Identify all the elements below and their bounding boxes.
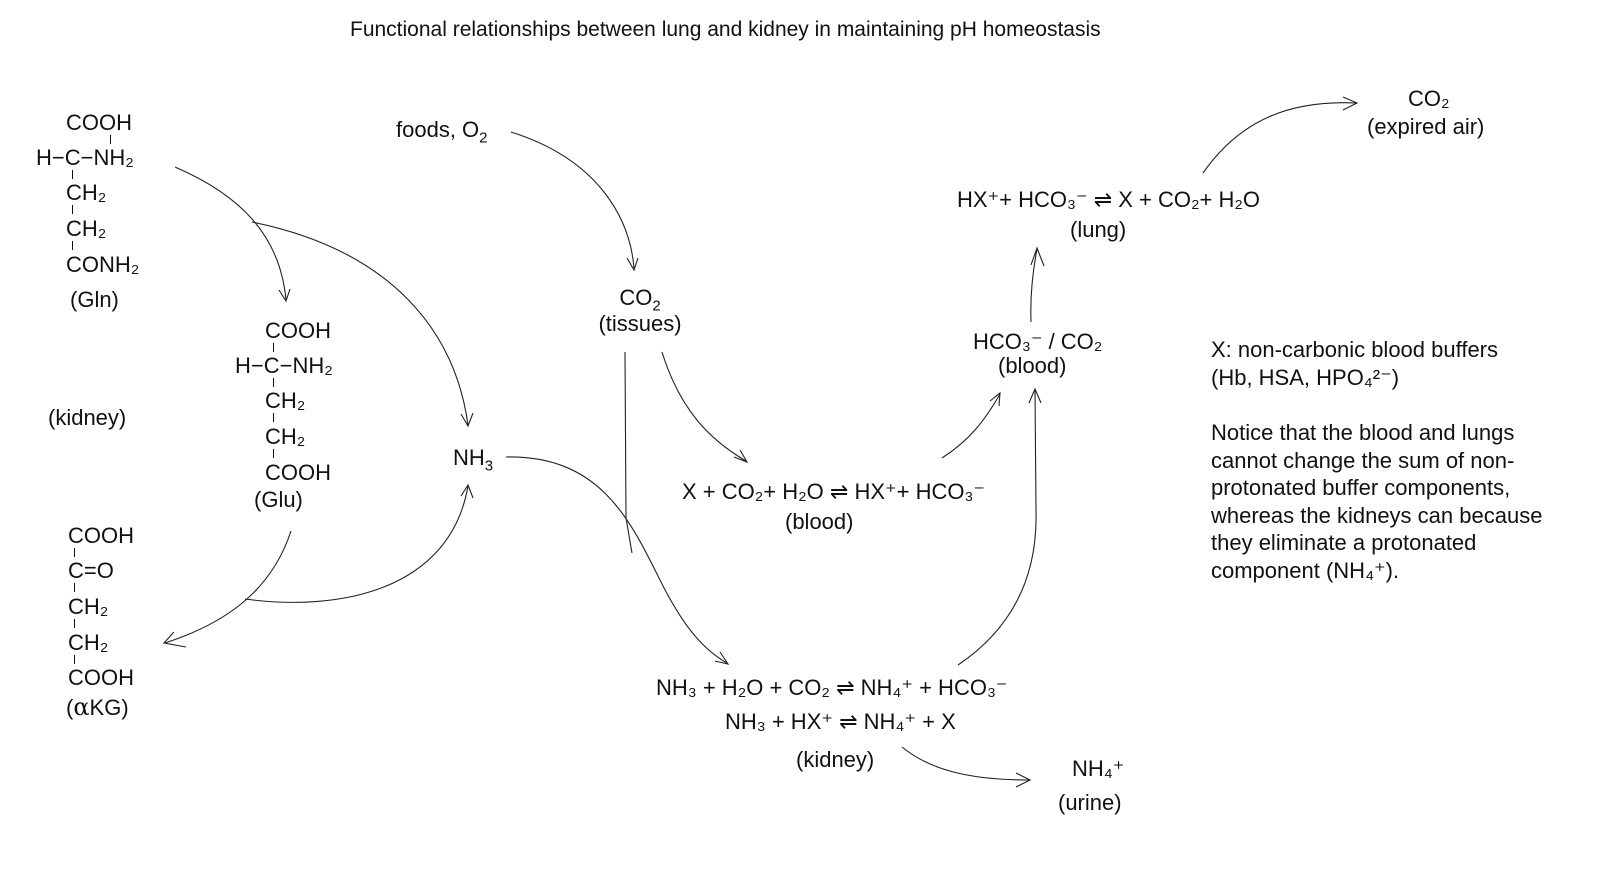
diagram-title: Functional relationships between lung an… — [350, 18, 1101, 41]
glutamine-structure: COOH H−C−NH₂ CH₂ CH₂ CONH₂ — [36, 110, 176, 290]
arrow-co2-to-blood — [661, 351, 747, 462]
arrow-gln-to-nh3 — [251, 221, 469, 426]
gln-line-1: COOH — [66, 110, 132, 135]
akg-line-4: CH₂ — [68, 630, 109, 655]
kidney-bottom-label: (kidney) — [796, 747, 875, 772]
akg-line-1: COOH — [68, 523, 134, 548]
notes-block: X: non-carbonic blood buffers (Hb, HSA, … — [1211, 336, 1591, 584]
arrow-blood-to-hco3 — [941, 393, 1001, 459]
arrow-kidney-to-urine — [901, 746, 1030, 781]
glu-line-3: CH₂ — [265, 388, 306, 413]
notes-line-2: (Hb, HSA, HPO₄²⁻) — [1211, 364, 1400, 390]
glu-label: (Glu) — [254, 487, 303, 512]
akg-line-3: CH₂ — [68, 594, 109, 619]
arrow-lung-to-expired — [1202, 102, 1357, 174]
lung-equilibrium: HX⁺+ HCO₃⁻ ⇌ X + CO₂+ H₂O — [957, 187, 1261, 212]
expired-air-label: (expired air) — [1367, 114, 1485, 139]
kidney-left-label: (kidney) — [48, 405, 127, 430]
arrow-glu-to-nh3 — [244, 485, 469, 603]
arrow-hco3-to-lung — [1030, 248, 1038, 323]
akg-line-2: C=O — [68, 558, 114, 583]
arrow-foods-to-co2 — [510, 131, 635, 269]
co2-tissues: CO2 — [619, 285, 661, 315]
notes-line-1: X: non-carbonic blood buffers — [1211, 337, 1498, 362]
blood-label-2: (blood) — [998, 353, 1067, 378]
hco3-co2-blood: HCO₃⁻ / CO₂ — [973, 329, 1103, 354]
urine-label: (urine) — [1058, 790, 1122, 815]
notes-para-2: cannot change the sum of non- — [1211, 447, 1515, 473]
lung-label: (lung) — [1070, 217, 1127, 242]
akg-line-5: COOH — [68, 665, 134, 690]
glu-line-4: CH₂ — [265, 424, 306, 449]
arrow-kidney-to-hco3 — [957, 389, 1037, 666]
glu-line-1: COOH — [265, 318, 331, 343]
glutamate-structure: COOH H−C−NH₂ CH₂ CH₂ COOH — [235, 318, 375, 498]
arrow-gln-to-glu — [174, 166, 287, 301]
notes-para-5: they eliminate a protonated — [1211, 530, 1477, 555]
akg-structure: COOH C=O CH₂ CH₂ COOH — [68, 523, 188, 703]
notes-para-1: Notice that the blood and lungs — [1211, 420, 1515, 445]
notes-para-6: component (NH₄⁺). — [1211, 557, 1400, 583]
blood-equilibrium: X + CO₂+ H₂O ⇌ HX⁺+ HCO₃⁻ — [682, 479, 986, 504]
co2-expired: CO₂ — [1408, 86, 1450, 111]
arrow-nh3-to-kidney — [505, 456, 728, 664]
gln-line-5: CONH₂ — [66, 252, 140, 277]
gln-line-4: CH₂ — [66, 216, 107, 241]
notes-para-4: whereas the kidneys can because — [1211, 502, 1543, 528]
gln-line-3: CH₂ — [66, 180, 107, 205]
kidney-equilibrium-1: NH₃ + H₂O + CO₂ ⇌ NH₄⁺ + HCO₃⁻ — [656, 675, 1008, 700]
blood-label: (blood) — [785, 509, 854, 534]
nh3-label: NH3 — [453, 445, 494, 475]
arrow-glu-to-akg — [164, 530, 292, 644]
gln-line-2: H−C−NH₂ — [36, 145, 134, 170]
tissues-label: (tissues) — [598, 311, 682, 336]
akg-label: (αKG) — [66, 693, 129, 721]
kidney-equilibrium-2: NH₃ + HX⁺ ⇌ NH₄⁺ + X — [725, 709, 956, 734]
glu-line-2: H−C−NH₂ — [235, 353, 333, 378]
alpha-symbol: α — [73, 693, 90, 721]
notes-para-3: protonated buffer components, — [1211, 475, 1511, 500]
gln-label: (Gln) — [70, 287, 119, 312]
foods-o2-label: foods, O2 — [396, 117, 488, 147]
glu-line-5: COOH — [265, 460, 331, 485]
nh4-urine: NH₄⁺ — [1072, 756, 1125, 781]
